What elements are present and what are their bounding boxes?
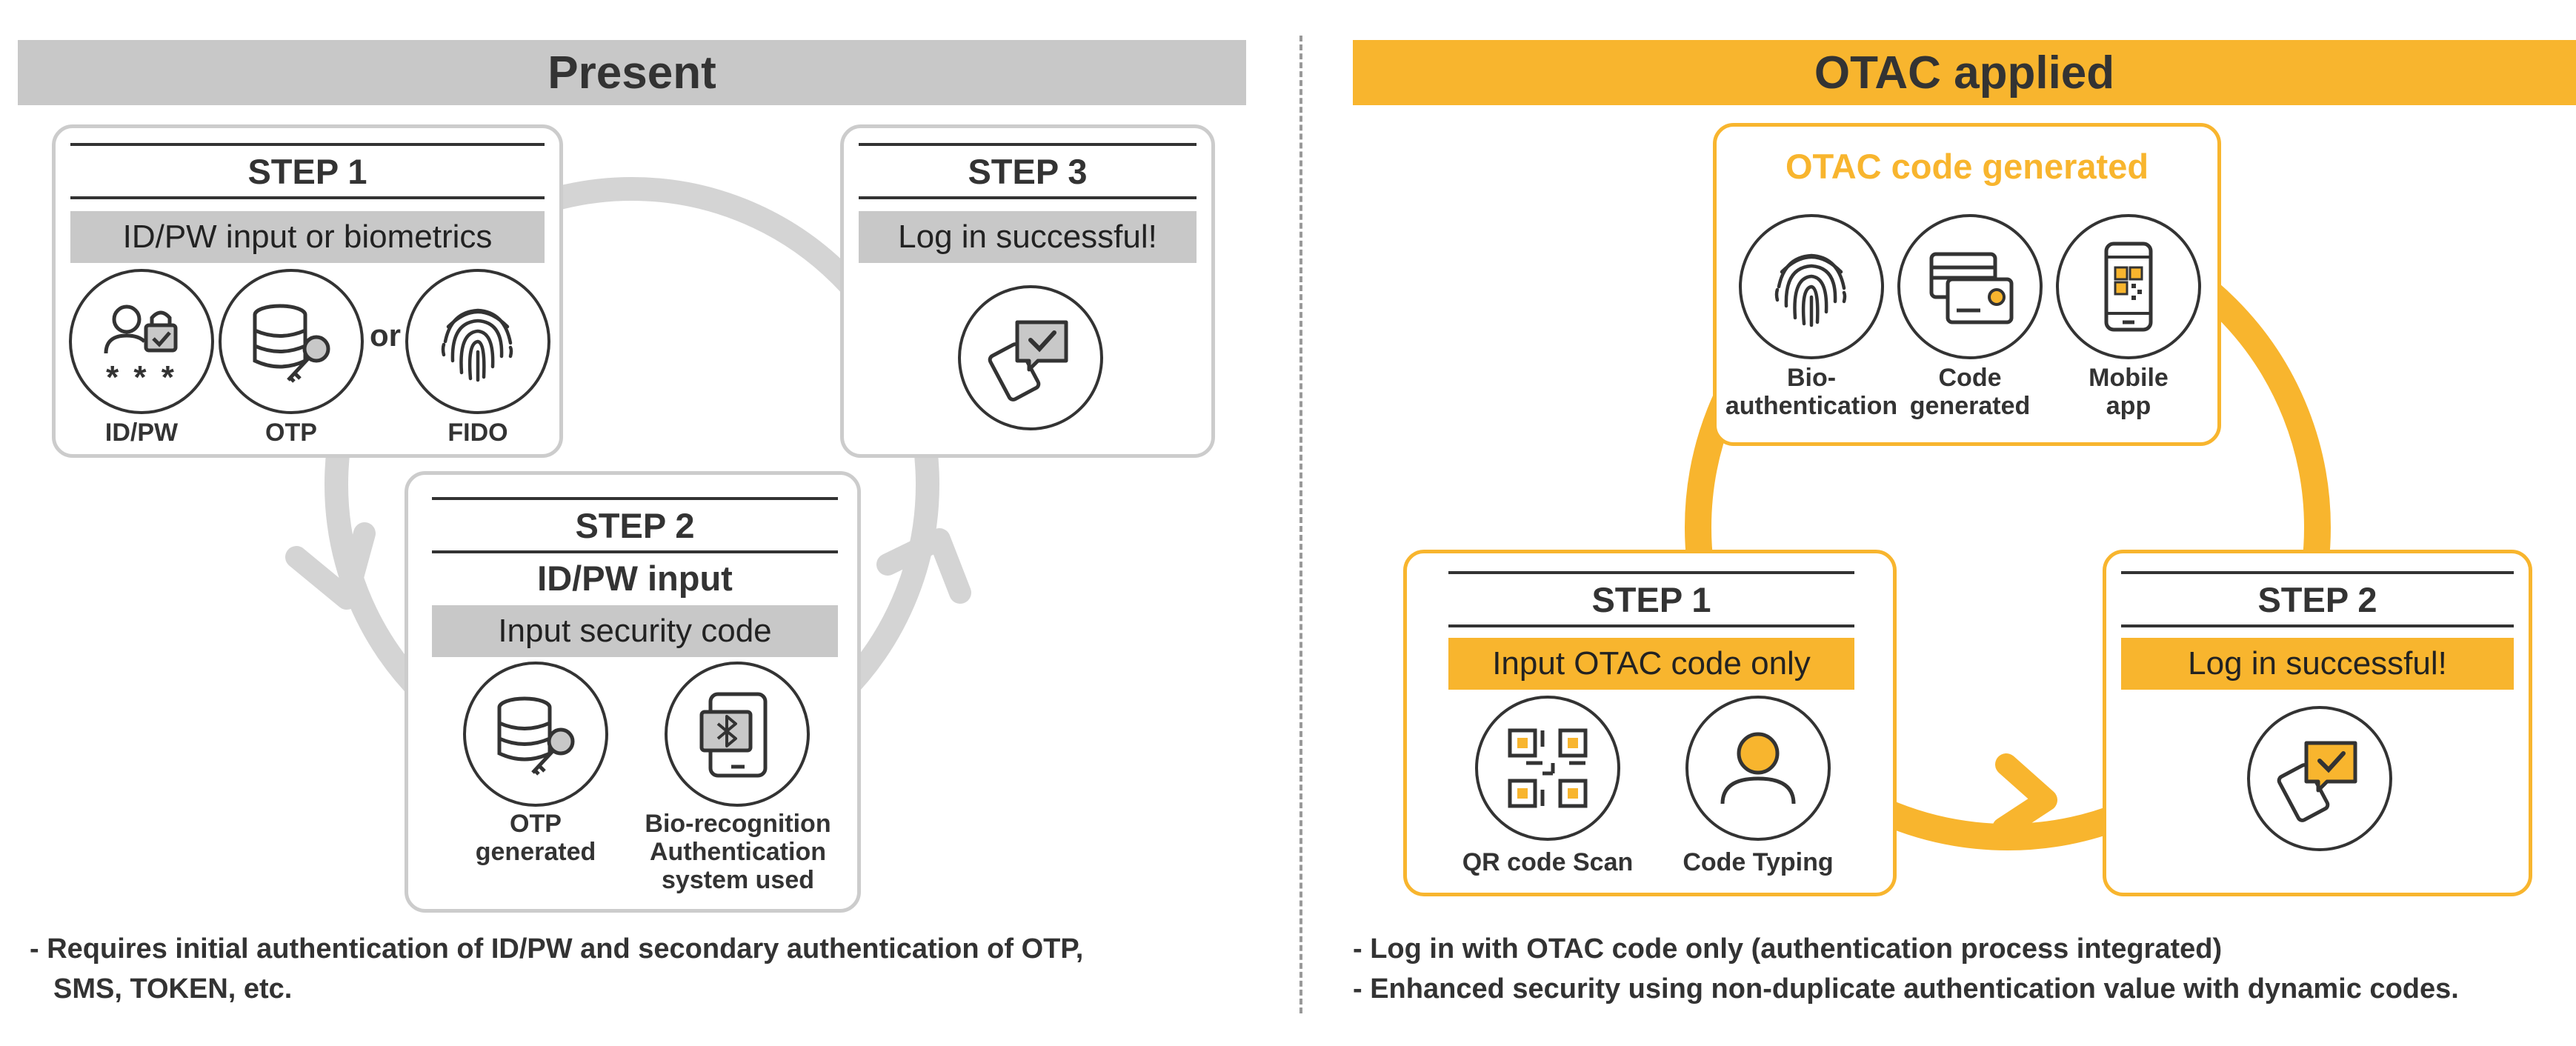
present-note-2: SMS, TOKEN, etc.	[53, 973, 293, 1005]
login-success-icon-circle	[958, 285, 1103, 430]
otac-title-bar: OTAC applied	[1353, 40, 2576, 105]
otac-step2-band: Log in successful!	[2121, 638, 2514, 690]
present-step1-card: STEP 1 ID/PW input or biometrics * * * I…	[52, 124, 563, 458]
fingerprint-icon	[441, 308, 513, 382]
present-step1-heading: STEP 1	[70, 143, 545, 199]
qr-scan-icon-circle	[1475, 696, 1620, 841]
otac-login-success-icon-circle	[2247, 706, 2392, 851]
ring-arrow-bottom-icon	[1992, 753, 2057, 839]
code-typing-label: Code Typing	[1683, 848, 1834, 876]
otac-step1-heading: STEP 1	[1448, 571, 1854, 627]
otac-step1-band: Input OTAC code only	[1448, 638, 1854, 690]
present-step2-subheading: ID/PW input	[537, 558, 733, 598]
present-title-bar: Present	[18, 40, 1246, 105]
otp-generated-icon-circle	[463, 662, 608, 807]
mobile-app-icon-circle	[2056, 214, 2201, 359]
code-generated-label: Code generated	[1909, 364, 2031, 420]
code-typing-icon-circle	[1685, 696, 1831, 841]
otac-step2-card: STEP 2 Log in successful!	[2103, 550, 2532, 896]
database-key-icon	[253, 304, 330, 383]
present-step3-heading: STEP 3	[859, 143, 1197, 199]
code-generated-icon-circle	[1897, 214, 2043, 359]
present-step3-band: Log in successful!	[859, 211, 1197, 263]
bio-recognition-icon-circle	[665, 662, 810, 807]
otac-note-2: - Enhanced security using non-duplicate …	[1353, 973, 2459, 1005]
ring-arrow-left-icon	[285, 522, 376, 610]
present-title: Present	[548, 47, 716, 99]
bio-auth-label: Bio- authentication	[1725, 364, 1898, 420]
fido-label: FIDO	[447, 419, 508, 447]
present-step1-band: ID/PW input or biometrics	[70, 211, 545, 263]
qr-code-icon	[1508, 728, 1588, 808]
present-note-1: - Requires initial authentication of ID/…	[30, 933, 1084, 965]
phone-check-message-icon	[2277, 741, 2357, 822]
present-step2-heading: STEP 2	[432, 497, 838, 553]
user-icon	[1720, 732, 1796, 805]
phone-bluetooth-icon	[699, 692, 768, 778]
user-lock-icon	[104, 304, 178, 354]
present-step3-card: STEP 3 Log in successful!	[840, 124, 1215, 458]
section-divider	[1299, 36, 1302, 1013]
otac-step1-card: STEP 1 Input OTAC code only QR code Scan…	[1403, 550, 1897, 896]
qr-scan-label: QR code Scan	[1462, 848, 1634, 876]
bio-recognition-label: Bio-recognition Authentication system us…	[645, 810, 831, 894]
or-text: or	[370, 318, 401, 353]
fido-icon-circle	[405, 269, 550, 414]
card-icon	[1929, 252, 2014, 324]
ring-arrow-right-icon	[876, 528, 971, 604]
present-step2-band: Input security code	[432, 605, 838, 657]
phone-check-message-icon	[988, 320, 1068, 402]
otac-note-1: - Log in with OTAC code only (authentica…	[1353, 933, 2223, 965]
otp-label: OTP	[265, 419, 317, 447]
password-stars: * * *	[106, 359, 177, 396]
mobile-app-label: Mobile app	[2089, 364, 2169, 420]
present-step2-card: STEP 2 ID/PW input Input security code O…	[405, 471, 861, 913]
database-key-icon	[497, 696, 575, 776]
id-pw-label: ID/PW	[104, 419, 179, 447]
otac-step2-heading: STEP 2	[2121, 571, 2514, 627]
fingerprint-icon	[1774, 253, 1847, 327]
otp-generated-label: OTP generated	[475, 810, 596, 866]
id-pw-icon-circle: * * *	[69, 269, 214, 414]
otac-generated-heading: OTAC code generated	[1785, 146, 2149, 186]
otp-icon-circle	[219, 269, 364, 414]
otac-title: OTAC applied	[1814, 47, 2115, 99]
bio-auth-icon-circle	[1739, 214, 1884, 359]
mobile-qr-icon	[2104, 241, 2153, 332]
otac-generated-card: OTAC code generated Bio- authentication …	[1713, 123, 2221, 446]
